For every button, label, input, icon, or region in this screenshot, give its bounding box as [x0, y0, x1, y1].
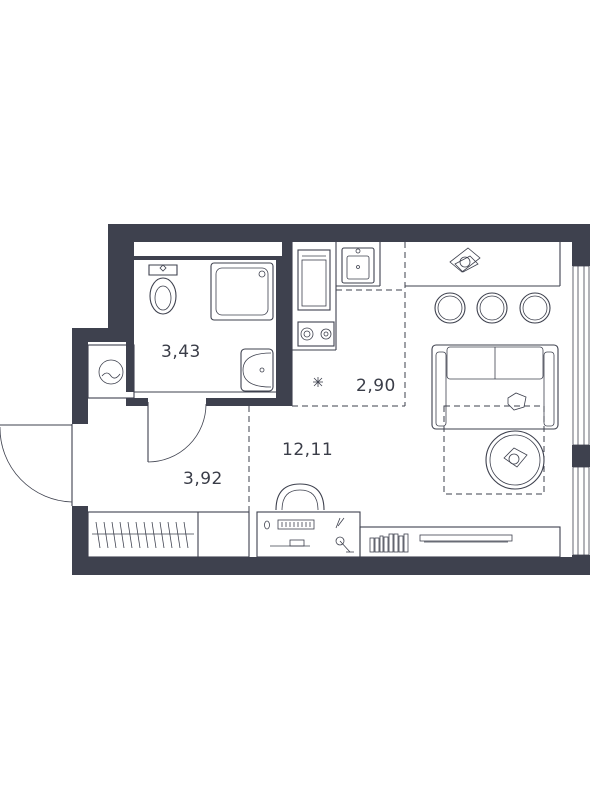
tv-stand [359, 526, 561, 558]
coffee-table [485, 430, 545, 490]
cooktop-icon [297, 321, 335, 347]
laundry-niche [87, 344, 135, 399]
washing-machine-icon [98, 359, 124, 385]
sofa [431, 344, 559, 430]
bathroom-area-label: 3,43 [161, 342, 201, 362]
desk [256, 511, 361, 558]
kitchen-counter [291, 242, 406, 407]
window-lower [572, 466, 590, 556]
kitchen-area-label: 2,90 [356, 376, 396, 396]
bar-stool [434, 292, 466, 324]
exterior-walls [72, 224, 590, 575]
toilet-icon [148, 264, 178, 315]
wardrobe [87, 511, 250, 558]
sink-icon [341, 247, 375, 284]
fridge-mark-icon [313, 377, 323, 387]
living-area-label: 12,11 [282, 440, 333, 460]
shower-tray-icon [210, 262, 274, 321]
bathroom-door[interactable] [147, 402, 207, 463]
washbasin-icon [240, 348, 274, 392]
oven-icon [297, 249, 331, 311]
bathroom-walls [126, 242, 292, 406]
books-icon [369, 533, 409, 553]
rug [443, 405, 545, 495]
bar-stool [519, 292, 551, 324]
entrance-door[interactable] [0, 424, 73, 506]
window-upper [572, 265, 590, 446]
hallway-area-label: 3,92 [183, 469, 223, 489]
bar-counter [405, 242, 561, 324]
bar-stool [476, 292, 508, 324]
desk-chair-icon [275, 483, 325, 511]
